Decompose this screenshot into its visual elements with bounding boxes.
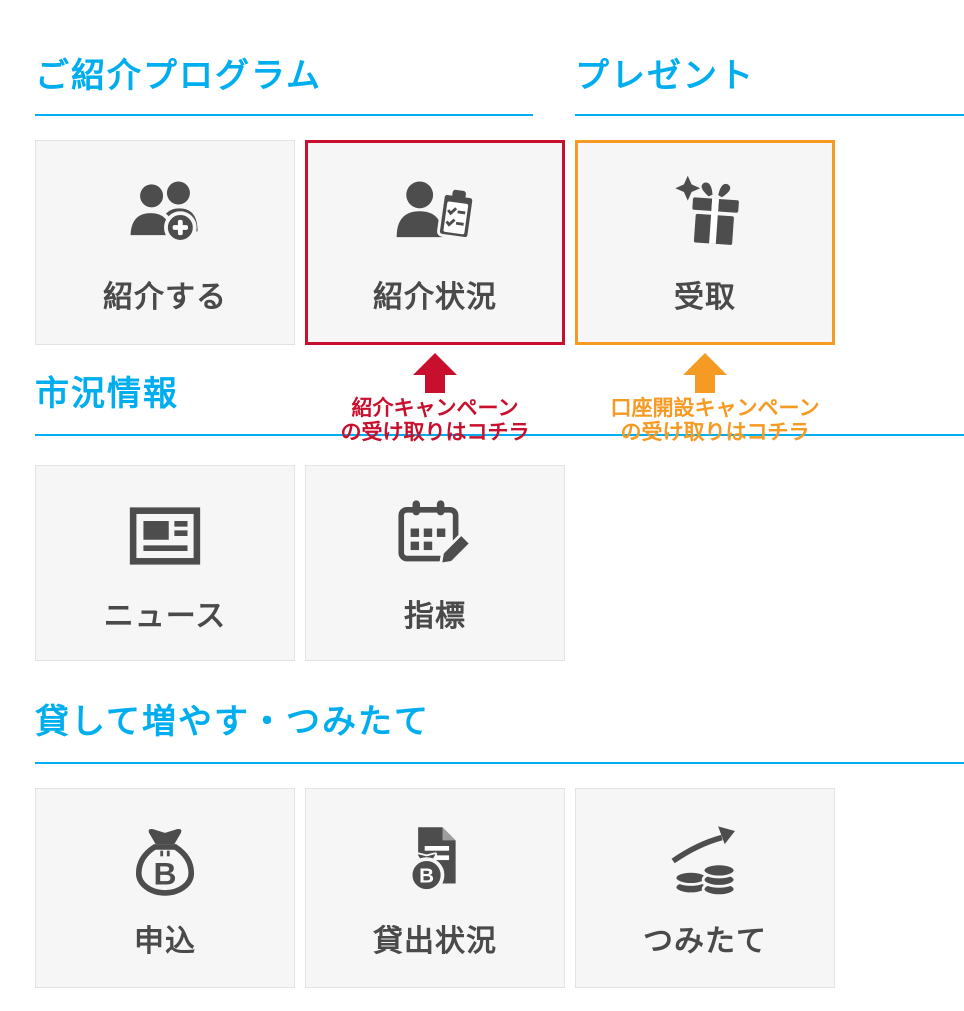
tile-label: 受取 — [674, 280, 736, 314]
callout-account-campaign: 口座開設キャンペーン の受け取りはコチラ — [555, 397, 875, 445]
money-bag-bitcoin-icon: B — [120, 816, 210, 906]
tile-label: 貸出状況 — [373, 925, 497, 958]
newspaper-icon — [120, 491, 210, 581]
calendar-pencil-icon — [390, 491, 480, 581]
tile-label: ニュース — [103, 600, 227, 633]
callout-line: 口座開設キャンペーン — [610, 397, 820, 420]
tile-referral-status[interactable]: 紹介状況 — [305, 140, 565, 345]
tile-label: 申込 — [134, 925, 196, 958]
section-underline-savings — [35, 762, 964, 764]
people-add-icon — [119, 170, 211, 262]
section-title-referral: ご紹介プログラム — [35, 57, 322, 95]
coins-growth-icon — [660, 816, 750, 906]
section-underline-market — [35, 434, 964, 436]
section-title-market: 市況情報 — [35, 375, 179, 413]
document-money-bag-icon: B — [390, 816, 480, 906]
tile-refer[interactable]: 紹介する — [35, 140, 295, 345]
tile-news[interactable]: ニュース — [35, 465, 295, 661]
up-arrow-orange-icon — [683, 353, 727, 393]
callout-line: の受け取りはコチラ — [620, 421, 810, 444]
callout-referral-campaign: 紹介キャンペーン の受け取りはコチラ — [285, 397, 585, 445]
tile-apply[interactable]: B 申込 — [35, 788, 295, 988]
section-underline-present — [575, 114, 964, 116]
up-arrow-red-icon — [413, 353, 457, 393]
tile-tsumitate[interactable]: つみたて — [575, 788, 835, 988]
tile-lending-status[interactable]: B 貸出状況 — [305, 788, 565, 988]
callout-line: の受け取りはコチラ — [340, 421, 530, 444]
tile-receive[interactable]: 受取 — [575, 140, 835, 345]
section-title-savings: 貸して増やす・つみたて — [35, 703, 430, 741]
person-checklist-icon — [389, 170, 481, 262]
gift-icon — [659, 170, 751, 262]
section-title-present: プレゼント — [575, 57, 755, 95]
svg-text:B: B — [153, 855, 176, 891]
svg-text:B: B — [419, 865, 434, 888]
tile-label: 指標 — [404, 600, 466, 633]
tile-label: つみたて — [643, 925, 767, 958]
tile-label: 紹介する — [103, 280, 227, 314]
tile-indicators[interactable]: 指標 — [305, 465, 565, 661]
tile-label: 紹介状況 — [373, 280, 497, 314]
section-underline-referral — [35, 114, 533, 116]
callout-line: 紹介キャンペーン — [351, 397, 519, 420]
